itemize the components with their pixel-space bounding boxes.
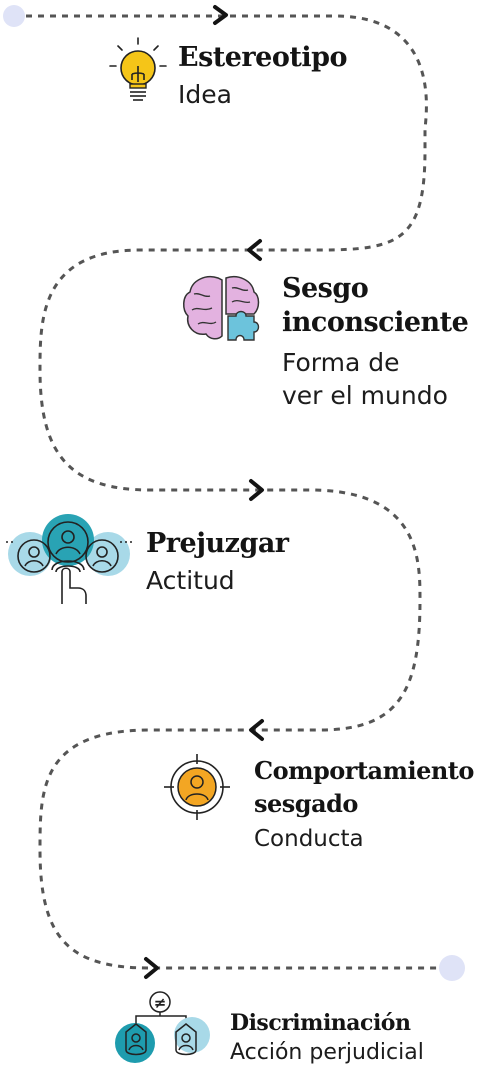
step-subtitle: Idea	[178, 80, 232, 109]
step-subtitle-line: Forma de	[282, 348, 400, 377]
svg-text:≠: ≠	[154, 994, 167, 1012]
start-dot	[3, 5, 25, 27]
step-title: Sesgo inconsciente	[282, 272, 469, 340]
step-title-line: Sesgo	[282, 273, 369, 304]
brain-puzzle-icon	[183, 276, 260, 341]
step-subtitle: Acción perjudicial	[230, 1040, 424, 1065]
not-equal-people-icon: ≠	[115, 991, 210, 1063]
chevron-right-icon	[213, 5, 228, 25]
lightbulb-icon	[109, 37, 167, 101]
step-subtitle: Forma de ver el mundo	[282, 346, 448, 412]
step-subtitle-line: ver el mundo	[282, 381, 448, 410]
step-title-line: Comportamiento	[254, 756, 474, 785]
step-subtitle: Conducta	[254, 826, 364, 852]
chevron-left-icon	[247, 239, 262, 261]
chevron-left-icon	[249, 719, 264, 741]
step-title-line: sesgado	[254, 789, 358, 818]
chevron-right-icon	[144, 957, 159, 979]
step-title-line: inconsciente	[282, 307, 469, 338]
step-title: Prejuzgar	[146, 528, 289, 559]
step-subtitle: Actitud	[146, 566, 235, 595]
step-title: Comportamiento sesgado	[254, 754, 474, 820]
people-select-icon	[6, 514, 132, 604]
chevron-right-icon	[249, 479, 264, 501]
target-person-icon	[164, 754, 230, 820]
step-title: Discriminación	[230, 1010, 411, 1036]
end-dot	[439, 955, 465, 981]
step-title: Estereotipo	[178, 42, 347, 73]
path-segment	[26, 14, 440, 970]
